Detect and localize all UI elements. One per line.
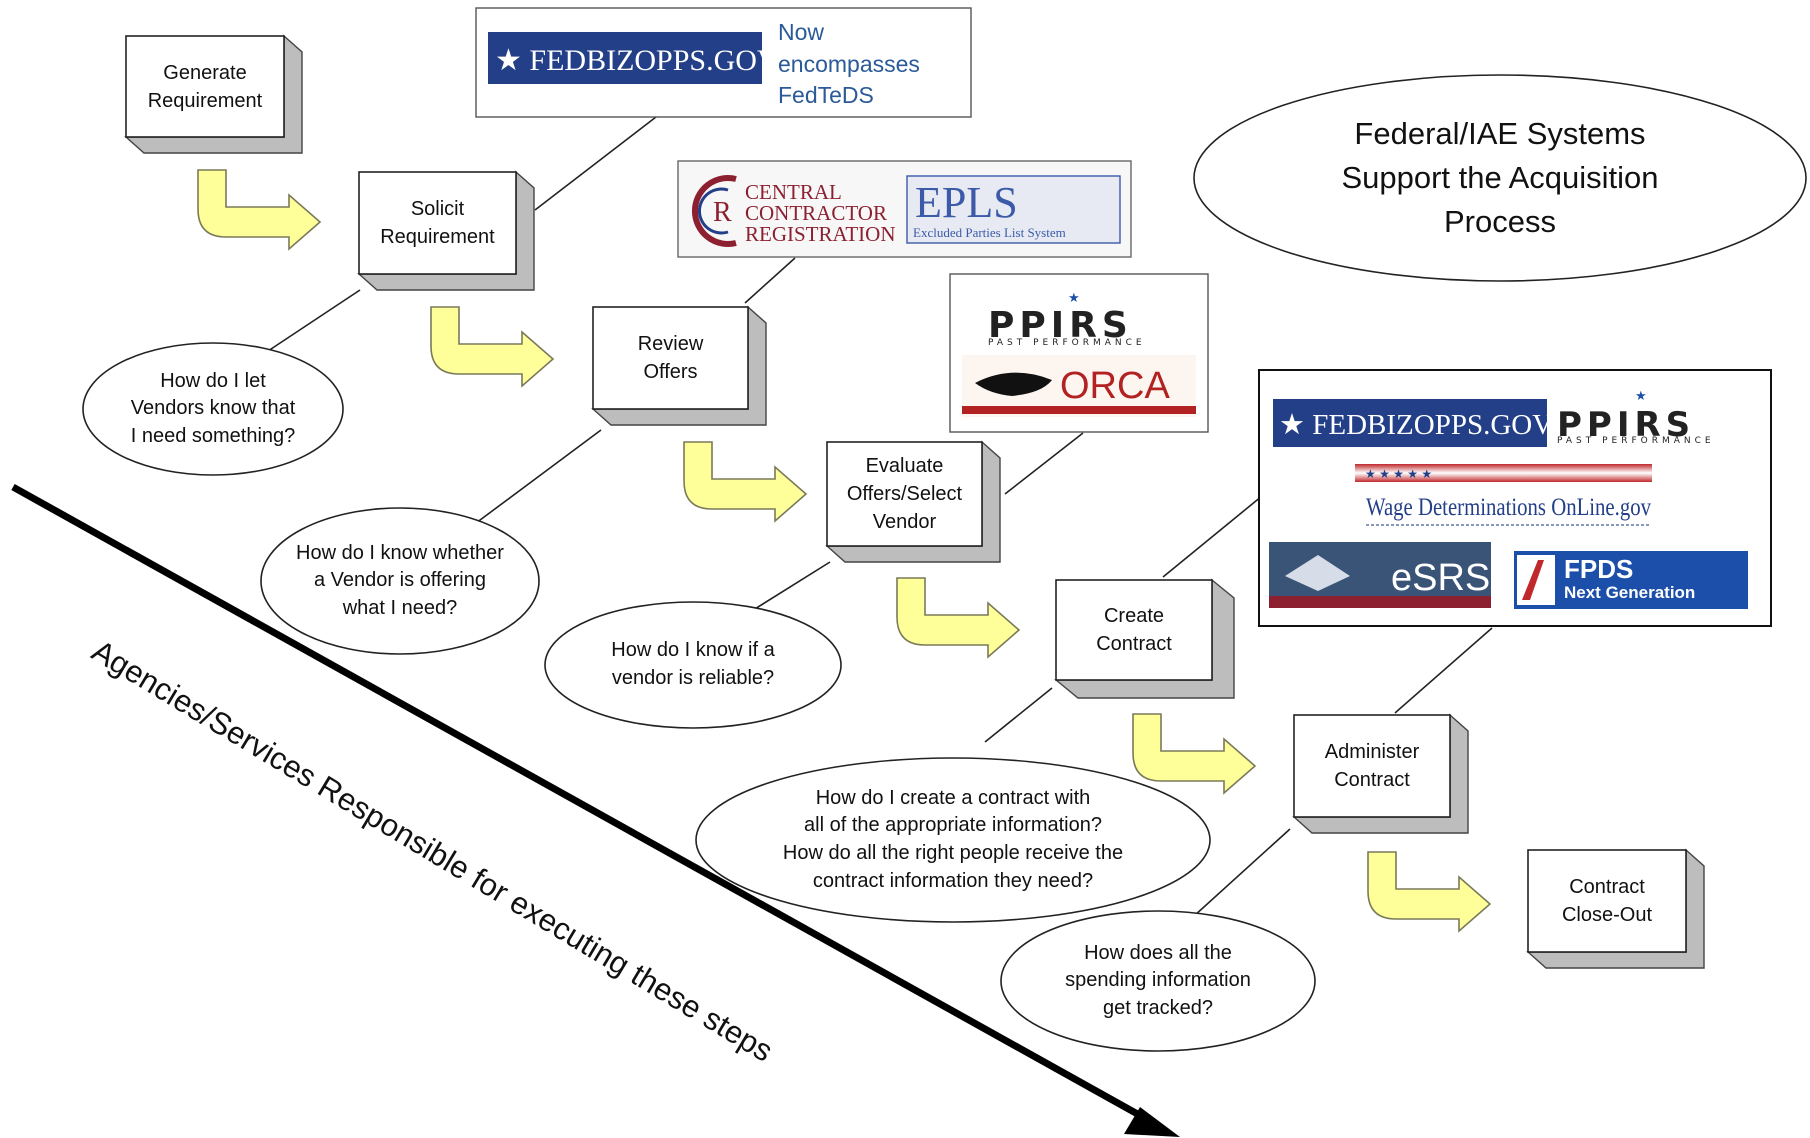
step-evaluate-offers: Evaluate Offers/Select Vendor	[846, 455, 963, 533]
svg-text:EPLS: EPLS	[915, 178, 1018, 227]
question-ellipse-1	[82, 342, 344, 476]
question-vendor-reliable: How do I know if a vendor is reliable?	[611, 639, 775, 689]
step-box-create	[1054, 578, 1235, 699]
step-create-contract: Create Contract	[1096, 605, 1172, 655]
svg-text:PAST PERFORMANCE: PAST PERFORMANCE	[988, 338, 1146, 348]
responsibility-arrow	[11, 483, 1180, 1137]
question-spending-tracked: How does all the spending information ge…	[1065, 941, 1251, 1019]
step-box-administer	[1292, 713, 1469, 834]
flow-arrow-4	[896, 577, 1021, 659]
svg-text:Excluded Parties List System: Excluded Parties List System	[913, 225, 1066, 240]
fedbizopps-logo-text: ★ FEDBIZOPPS.GOV	[495, 44, 779, 77]
ppirs-logo: PPIRS PAST PERFORMANCE ★	[988, 290, 1146, 348]
step-generate-requirement: Generate Requirement	[147, 61, 263, 112]
question-vendors-know: How do I let Vendors know that I need so…	[130, 369, 296, 447]
step-box-closeout	[1526, 848, 1705, 969]
step-contract-closeout: Contract Close-Out	[1561, 876, 1653, 926]
diagram-title: Federal/IAE Systems Support the Acquisit…	[1341, 115, 1659, 239]
step-solicit-requirement: Solicit Requirement	[380, 198, 495, 248]
svg-text:R: R	[713, 197, 732, 228]
question-ellipse-3	[544, 601, 842, 729]
fedbizopps-logo-2	[1273, 399, 1547, 447]
svg-text:PPIRS: PPIRS	[988, 305, 1133, 346]
flow-arrow-5	[1132, 713, 1257, 795]
ppirs-orca-callout: PPIRS PAST PERFORMANCE ★ ORCA	[949, 273, 1209, 433]
svg-text:★ FEDBIZOPPS.GOV: ★ FEDBIZOPPS.GOV	[1279, 409, 1553, 441]
svg-text:ORCA: ORCA	[1060, 365, 1170, 407]
svg-text:PPIRS: PPIRS	[1557, 405, 1695, 445]
wage-determinations-logo: ★ ★ ★ ★ ★ Wage Determinations OnLine.gov	[1355, 464, 1652, 526]
svg-text:★ ★ ★ ★ ★: ★ ★ ★ ★ ★	[1365, 467, 1432, 481]
svg-text:★: ★	[1635, 388, 1647, 403]
question-ellipse-2	[260, 507, 540, 655]
svg-text:REGISTRATION: REGISTRATION	[745, 222, 896, 246]
step-box-solicit	[357, 170, 535, 291]
svg-text:eSRS: eSRS	[1391, 557, 1490, 599]
question-create-contract: How do I create a contract with all of t…	[782, 786, 1124, 892]
fedbizopps-note: Now encompasses FedTeDS	[778, 19, 920, 109]
title-ellipse	[1193, 74, 1807, 282]
step-box-evaluate	[825, 440, 1001, 563]
flow-arrow-6	[1367, 851, 1492, 933]
question-vendor-offering: How do I know whether a Vendor is offeri…	[296, 541, 504, 619]
svg-text:Next Generation: Next Generation	[1564, 583, 1695, 602]
svg-text:FPDS: FPDS	[1564, 554, 1633, 584]
question-ellipse-5	[1000, 910, 1316, 1052]
fedbizopps-logo	[488, 32, 762, 84]
question-ellipse-4	[695, 757, 1211, 923]
flow-arrow-2	[430, 306, 555, 388]
process-arrows	[197, 169, 1492, 933]
svg-text:CONTRACTOR: CONTRACTOR	[745, 201, 887, 225]
flow-arrow-3	[683, 441, 808, 523]
fedbizopps-callout: ★ FEDBIZOPPS.GOV	[475, 7, 972, 118]
svg-text:CENTRAL: CENTRAL	[745, 180, 842, 204]
ppirs-logo-2: PPIRS PAST PERFORMANCE ★	[1557, 388, 1715, 446]
connector-lines	[264, 116, 1493, 917]
fpds-logo: FPDS Next Generation	[1514, 551, 1748, 609]
orca-logo: ORCA	[962, 355, 1196, 417]
step-administer-contract: Administer Contract	[1324, 741, 1420, 791]
step-box-generate	[124, 34, 303, 154]
ccr-epls-callout: R CENTRAL CONTRACTOR REGISTRATION EPLS E…	[677, 160, 1132, 258]
step-box-review	[591, 305, 767, 426]
svg-text:PAST PERFORMANCE: PAST PERFORMANCE	[1557, 436, 1715, 446]
step-review-offers: Review Offers	[637, 333, 704, 383]
epls-logo: EPLS Excluded Parties List System	[906, 175, 1121, 244]
esrs-logo: eSRS	[1269, 542, 1491, 608]
ccr-logo: R CENTRAL CONTRACTOR REGISTRATION	[691, 175, 896, 247]
question-ellipses	[82, 74, 1807, 1052]
svg-text:★: ★	[1068, 290, 1080, 305]
flow-arrow-1	[197, 169, 322, 251]
svg-text:Wage Determinations OnLine.gov: Wage Determinations OnLine.gov	[1366, 494, 1651, 521]
contract-systems-callout: ★ FEDBIZOPPS.GOV PPIRS PAST PERFORMANCE …	[1258, 369, 1772, 627]
